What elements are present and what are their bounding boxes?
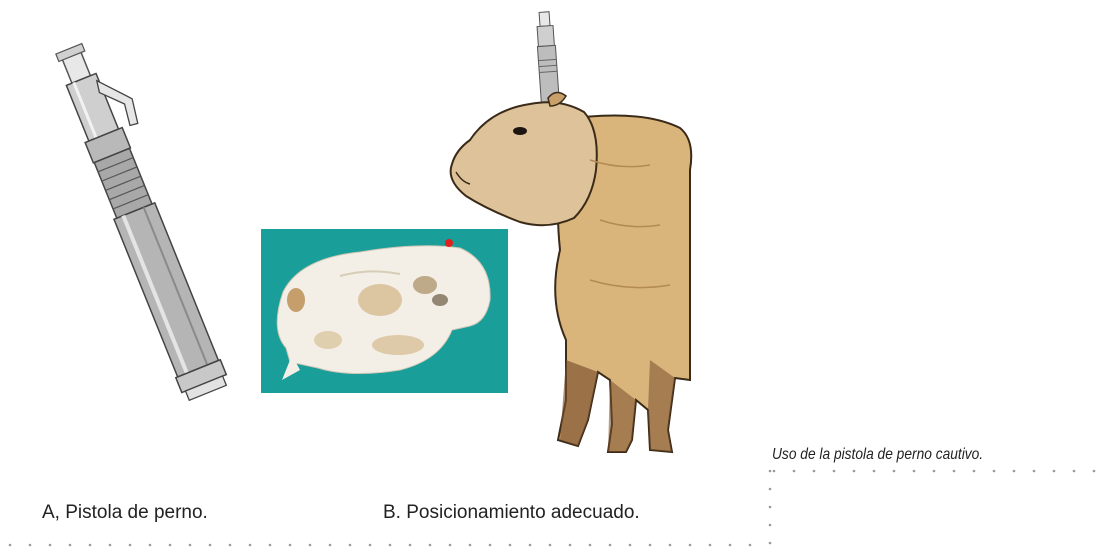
label-pistol: A, Pistola de perno.	[42, 502, 208, 524]
captive-bolt-pistol-illustration	[47, 34, 245, 402]
dotted-rule-vertical	[769, 470, 772, 545]
target-point-marker	[445, 239, 453, 247]
label-positioning: B. Posicionamiento adecuado.	[383, 502, 640, 524]
capybara-skull-photo	[261, 229, 508, 393]
dotted-rule-caption	[773, 470, 1096, 473]
dotted-rule-bottom	[9, 544, 752, 547]
figure-caption: Uso de la pistola de perno cautivo.	[772, 446, 983, 464]
